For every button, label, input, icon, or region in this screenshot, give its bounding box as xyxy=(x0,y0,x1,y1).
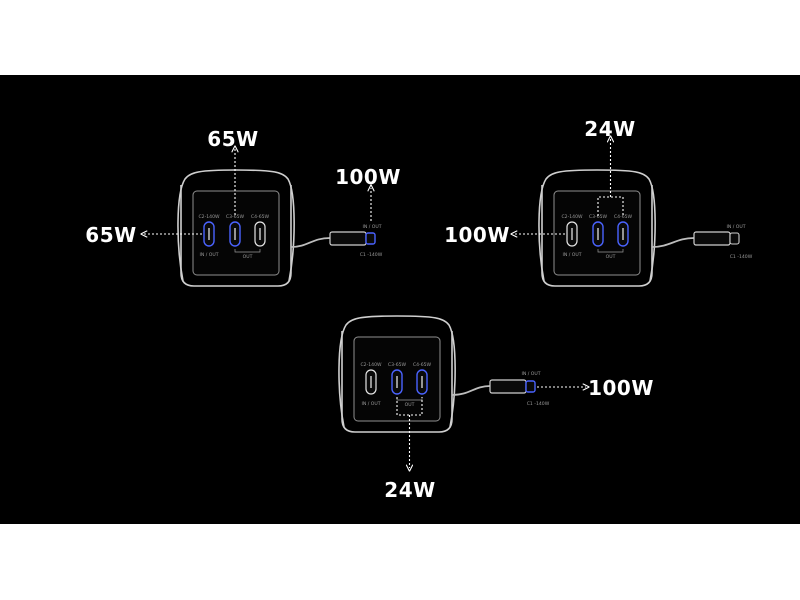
port-label-c4: C4-65W xyxy=(251,214,270,220)
cable-in-out-label: IN / OUT xyxy=(521,371,540,377)
watt-label-left: 100W xyxy=(444,223,510,247)
cable-in-out-label: IN / OUT xyxy=(726,224,745,230)
diagram-background: C2-140W C3-65W C4-65W IN / OUT OUT IN / … xyxy=(0,75,800,524)
out-label: OUT xyxy=(243,254,253,260)
watt-label-cable: 100W xyxy=(335,165,401,189)
watt-label-bottom: 24W xyxy=(384,478,435,502)
hub-outline xyxy=(177,169,295,282)
hub-body xyxy=(180,185,292,287)
port-label-c2: C2-140W xyxy=(360,362,382,368)
cable-plug xyxy=(693,231,731,246)
port-label-c2: C2-140W xyxy=(561,214,583,220)
cable xyxy=(451,385,491,396)
hub-outline xyxy=(338,315,456,428)
in-out-label: IN / OUT xyxy=(361,401,380,407)
port-label-c4: C4-65W xyxy=(614,214,633,220)
port-label-c4: C4-65W xyxy=(413,362,432,368)
port-label-c3: C3-65W xyxy=(589,214,608,220)
cable-port-label: C1 -140W xyxy=(360,252,383,258)
port-label-c3: C3-65W xyxy=(226,214,245,220)
cable-plug-tip xyxy=(525,380,536,393)
cable-plug-tip xyxy=(729,232,740,245)
out-label: OUT xyxy=(606,254,616,260)
watt-label-top: 24W xyxy=(584,117,635,141)
watt-label-cable: 100W xyxy=(588,376,654,400)
in-out-label: IN / OUT xyxy=(199,252,218,258)
hub-body xyxy=(541,185,653,287)
charging-modes-diagram: C2-140W C3-65W C4-65W IN / OUT OUT IN / … xyxy=(85,117,753,502)
port-label-c3: C3-65W xyxy=(388,362,407,368)
cable-plug-tip xyxy=(365,232,376,245)
charger-panel-c: C2-140W C3-65W C4-65W IN / OUT OUT IN / … xyxy=(338,315,654,502)
port-label-c2: C2-140W xyxy=(198,214,220,220)
cable xyxy=(290,237,331,248)
in-out-label: IN / OUT xyxy=(562,252,581,258)
hub-outline xyxy=(538,169,656,282)
charger-panel-b: C2-140W C3-65W C4-65W IN / OUT OUT IN / … xyxy=(444,117,753,287)
cable xyxy=(651,237,695,248)
watt-label-left: 65W xyxy=(85,223,136,247)
cable-port-label: C1 -140W xyxy=(730,254,753,260)
cable-plug xyxy=(489,379,527,394)
watt-label-top: 65W xyxy=(207,127,258,151)
cable-port-label: C1 -140W xyxy=(527,401,550,407)
charger-panel-a: C2-140W C3-65W C4-65W IN / OUT OUT IN / … xyxy=(85,127,401,287)
bracket-c3-c4 xyxy=(396,397,423,416)
bracket-c3-c4 xyxy=(597,196,624,216)
cable-in-out-label: IN / OUT xyxy=(362,224,381,230)
out-label: OUT xyxy=(405,402,415,408)
cable-plug xyxy=(329,231,367,246)
hub-body xyxy=(341,331,453,433)
